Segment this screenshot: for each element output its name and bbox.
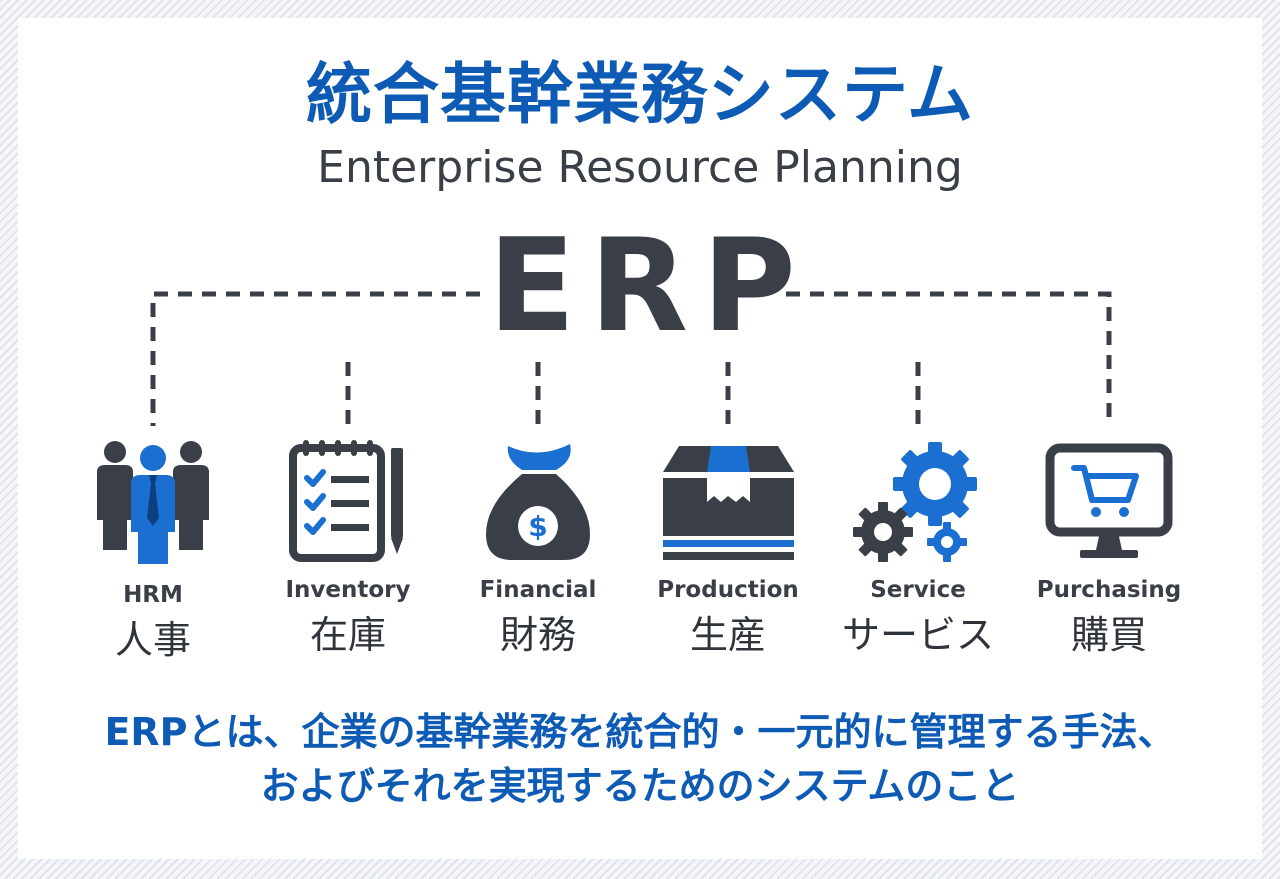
module-production: Production 生産 <box>633 438 823 654</box>
description: ERPとは、企業の基幹業務を統合的・一元的に管理する手法、 およびそれを実現する… <box>18 706 1262 814</box>
module-hrm: HRM 人事 <box>58 438 248 659</box>
module-jp-label: 在庫 <box>309 613 386 657</box>
main-title: 統合基幹業務システム <box>305 56 975 133</box>
people-icon <box>97 441 209 564</box>
box-icon <box>662 446 794 560</box>
module-inventory: Inventory 在庫 <box>253 438 443 654</box>
module-jp-label: サービス <box>841 613 994 657</box>
module-en-label: Inventory <box>285 577 411 603</box>
module-en-label: Production <box>657 577 799 603</box>
connector-left <box>150 291 480 426</box>
module-jp-label: 生産 <box>689 613 766 657</box>
description-line-1: ERPとは、企業の基幹業務を統合的・一元的に管理する手法、 <box>104 710 1176 754</box>
checklist-icon <box>289 440 403 562</box>
module-en-label: HRM <box>123 582 183 608</box>
subtitle: Enterprise Resource Planning <box>317 142 963 193</box>
connector-lines <box>150 291 1112 426</box>
module-en-label: Financial <box>479 577 597 603</box>
module-en-label: Purchasing <box>1036 577 1182 603</box>
module-service: Service サービス <box>823 438 1013 654</box>
module-jp-label: 人事 <box>114 618 191 662</box>
svg-text:$: $ <box>528 510 547 543</box>
module-jp-label: 購買 <box>1070 613 1147 657</box>
money-bag-icon: $ <box>486 444 590 560</box>
module-en-label: Service <box>870 577 966 603</box>
gears-icon <box>853 442 977 562</box>
erp-label: ERP <box>488 212 810 361</box>
module-financial: $ Financial 財務 <box>443 438 633 654</box>
connector-right <box>786 291 1112 426</box>
module-purchasing: Purchasing 購買 <box>1014 438 1204 654</box>
shopping-cart-monitor-icon <box>1045 443 1173 558</box>
description-line-2: およびそれを実現するためのシステムのこと <box>260 763 1020 808</box>
module-jp-label: 財務 <box>499 613 576 657</box>
diagram-card: 統合基幹業務システム Enterprise Resource Planning … <box>18 18 1262 859</box>
